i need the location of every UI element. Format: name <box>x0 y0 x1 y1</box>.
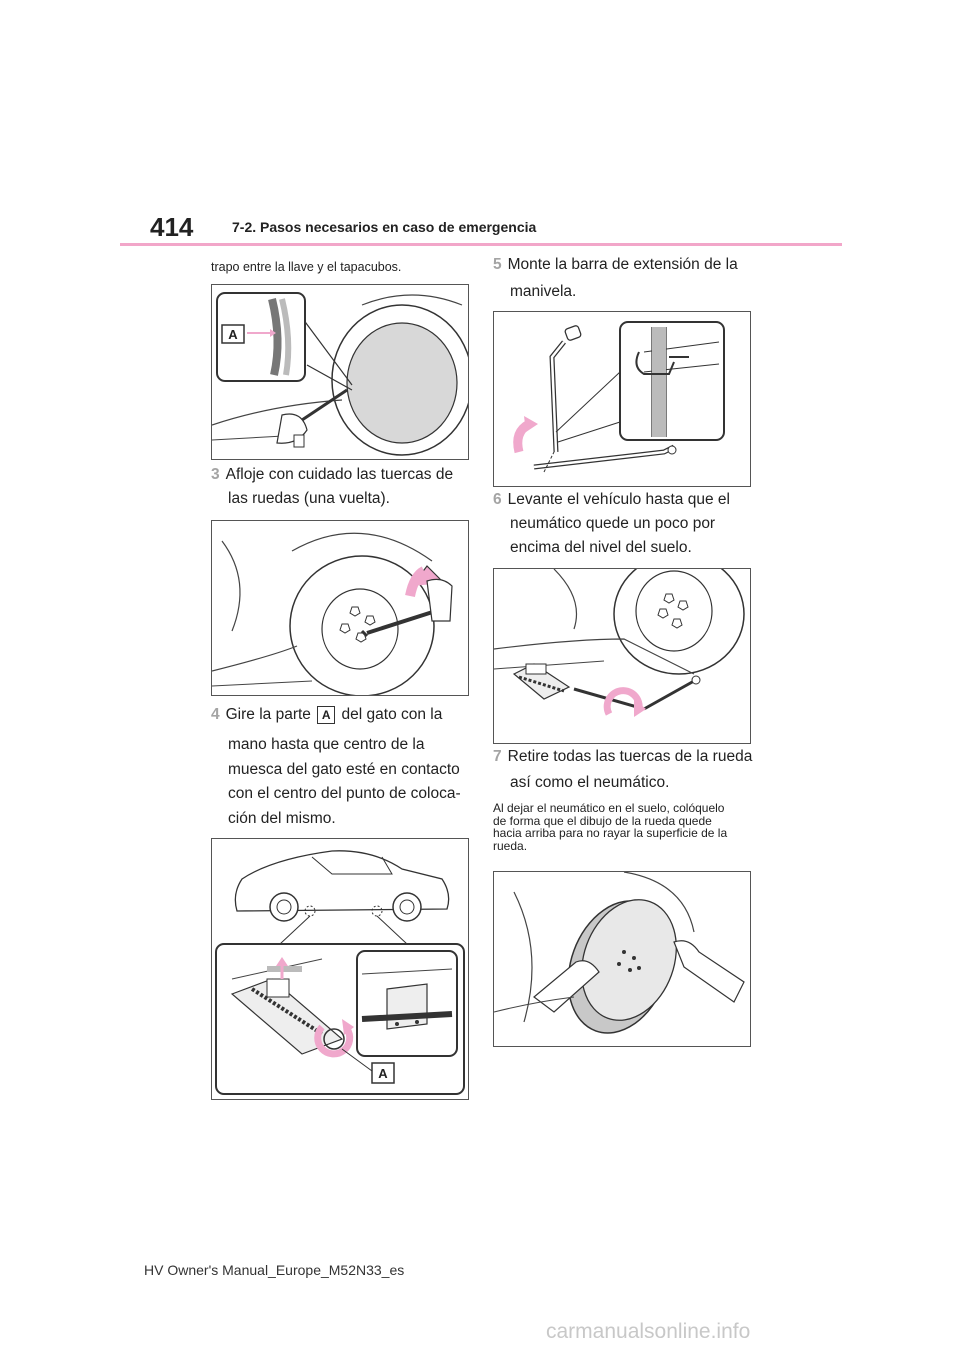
loosen-nuts-illustration <box>212 532 453 695</box>
wheel-cover-illustration: A <box>212 292 468 456</box>
header-rule <box>120 243 842 246</box>
jack-placement-illustration: A <box>215 850 465 1095</box>
intro-text: trapo entre la llave y el tapacubos. <box>211 260 402 274</box>
step-7: 7 Retire todas las tuercas de la rueda as… <box>493 744 755 796</box>
note-line1: Al dejar el neumático en el suelo, colóq… <box>493 801 725 815</box>
section-title: 7-2. Pasos necesarios en caso de emergen… <box>232 219 537 235</box>
step-6-line3: encima del nivel del suelo. <box>510 539 692 556</box>
step-4: 4 Gire la parte A del gato con la <box>211 703 471 727</box>
step-3-line2: las ruedas (una vuelta). <box>228 490 390 507</box>
step-3-number: 3 <box>211 466 220 483</box>
step-4-continuation: mano hasta que centro de la muesca del g… <box>228 733 478 831</box>
step-6-line2: neumático quede un poco por <box>510 515 716 532</box>
step-5-line1: Monte la barra de extensión de la <box>507 256 738 273</box>
step-7-line2: así como el neumático. <box>510 774 670 791</box>
step-4-line5: ción del mismo. <box>228 809 336 827</box>
step-6-number: 6 <box>493 491 502 508</box>
figure-loosen-wheel-nuts <box>211 520 469 696</box>
step-7-line1: Retire todas las tuercas de la rueda <box>507 748 753 765</box>
footer-manual-id: HV Owner's Manual_Europe_M52N33_es <box>144 1262 405 1278</box>
step-4-line2: mano hasta que centro de la <box>228 736 425 753</box>
step-7-number: 7 <box>493 748 502 765</box>
step-4-line1-after: del gato con la <box>341 706 443 723</box>
step-4-line3: muesca del gato esté en contacto <box>228 760 460 778</box>
note-line2: de forma que el dibujo de la rueda quede <box>493 813 712 828</box>
note-line3: hacia arriba para no rayar la superficie… <box>493 826 728 840</box>
step-3: 3 Afloje con cuidado las tuercas de las r… <box>211 463 467 511</box>
fig3-label-a: A <box>378 1066 388 1081</box>
fig1-label-a: A <box>228 327 238 342</box>
figure-remove-wheel-cover: A <box>211 284 469 460</box>
extension-bar-illustration <box>513 321 725 473</box>
step-5: 5 Monte la barra de extensión de la maniv… <box>493 253 755 304</box>
step-3-line1: Afloje con cuidado las tuercas de <box>225 466 454 483</box>
watermark-text: carmanualsonline.info <box>546 1320 751 1343</box>
step-6: 6 Levante el vehículo hasta que el neumát… <box>493 488 755 560</box>
step-5-number: 5 <box>493 256 502 273</box>
figure-raise-vehicle <box>493 568 751 744</box>
page-number: 414 <box>150 212 194 242</box>
note-line4: rueda. <box>493 838 528 853</box>
step-4-line1-before: Gire la parte <box>225 706 311 723</box>
step-4-line4: con el centro del punto de coloca- <box>228 785 461 802</box>
step-5-line2: manivela. <box>510 283 577 300</box>
remove-tire-illustration <box>494 872 745 1034</box>
note-text: Al dejar el neumático en el suelo, colóq… <box>493 802 755 852</box>
step-6-line1: Levante el vehículo hasta que el <box>507 491 730 508</box>
step-4-label-a: A <box>317 705 336 724</box>
figure-mount-extension-bar <box>493 311 751 487</box>
step-4-number: 4 <box>211 706 220 723</box>
figure-remove-tire <box>493 871 751 1047</box>
raise-vehicle-illustration <box>494 569 745 717</box>
figure-jack-placement: A <box>211 838 469 1100</box>
